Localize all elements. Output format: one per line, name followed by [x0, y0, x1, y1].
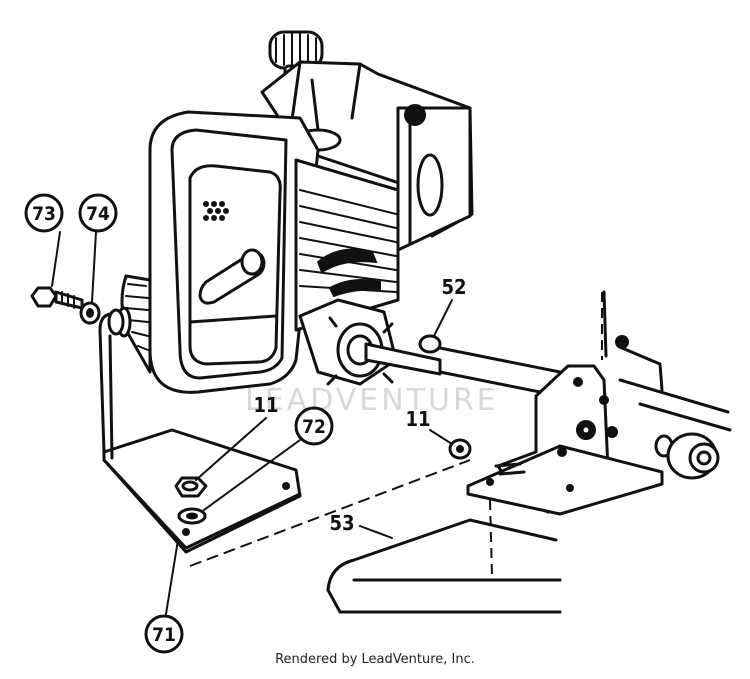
spacer-icon: [418, 334, 442, 354]
pulley-icon: [654, 432, 720, 480]
callout-71-label: 71: [152, 624, 176, 646]
callout-73-label: 73: [32, 203, 56, 225]
callout-72: 72: [294, 406, 334, 446]
frame-rail: [326, 518, 562, 614]
cooling-fins: [294, 158, 400, 332]
footer-credit: Rendered by LeadVenture, Inc.: [275, 652, 475, 667]
handle-icon: [198, 248, 266, 305]
vent-icon: [203, 201, 229, 221]
callout-73: 73: [24, 193, 64, 233]
engine-illustration: [116, 30, 474, 394]
callout-71: 71: [144, 614, 184, 654]
callout-11-right-label: 11: [405, 407, 430, 431]
watermark-text: LEADVENTURE: [245, 383, 499, 418]
right-nut-icon: [448, 438, 472, 460]
callout-72-label: 72: [302, 416, 326, 438]
callout-52-label: 52: [441, 275, 466, 299]
bolt-icon: [30, 286, 84, 310]
callout-74: 74: [78, 193, 118, 233]
right-bracket: [418, 334, 720, 516]
leader-lines: [51, 231, 603, 615]
lock-washer-icon: [79, 301, 101, 325]
callout-53-label: 53: [329, 511, 354, 535]
washer-icon: [177, 507, 207, 525]
callout-74-label: 74: [86, 203, 110, 225]
nut-icon: [174, 476, 208, 498]
callout-11-label: 11: [253, 393, 278, 417]
gearbox-icon: [298, 298, 442, 386]
